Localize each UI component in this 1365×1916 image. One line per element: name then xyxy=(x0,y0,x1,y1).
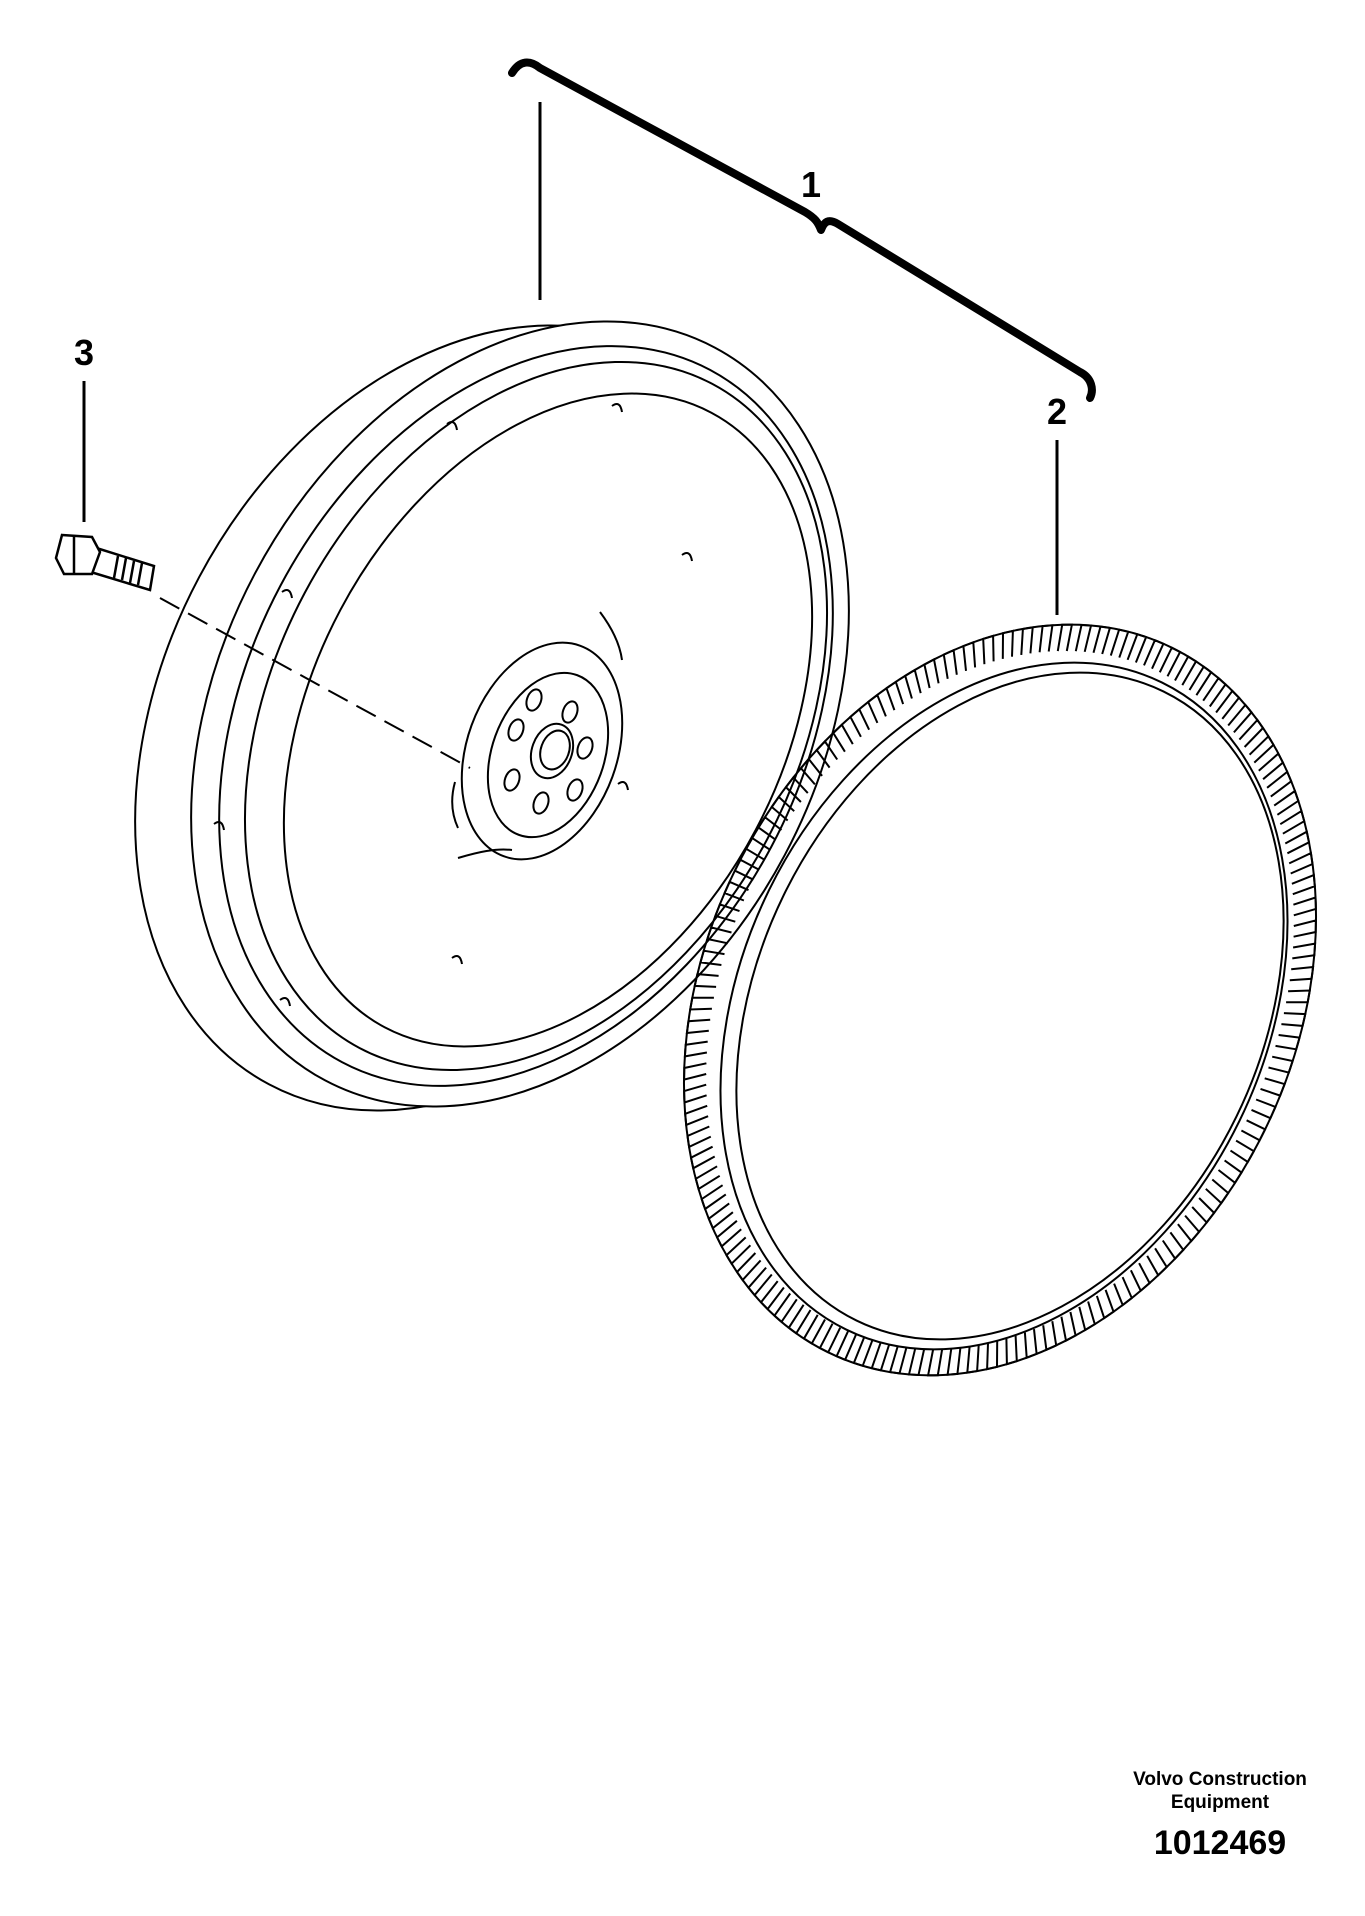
face-hole xyxy=(681,552,693,562)
callout-1: 1 xyxy=(801,164,821,205)
face-hole xyxy=(611,403,623,413)
ring-gear-inner xyxy=(719,661,1289,1351)
hub-hole xyxy=(566,778,584,802)
company-name-line2: Equipment xyxy=(1170,1792,1270,1813)
flywheel-center-bore-inner xyxy=(539,729,571,771)
hub-hole xyxy=(507,718,525,742)
flywheel-face xyxy=(282,392,814,1048)
hub-hole xyxy=(576,736,594,760)
flywheel-rim-inner xyxy=(244,360,828,1072)
hub-hole xyxy=(532,791,550,815)
flywheel xyxy=(134,320,850,1112)
face-hole xyxy=(213,821,225,831)
bolt-thread-line xyxy=(112,555,144,586)
ring-gear xyxy=(683,623,1317,1377)
company-name-line1: Volvo Construction xyxy=(1133,1769,1307,1790)
flywheel-center-bore xyxy=(529,722,575,780)
face-hole xyxy=(451,955,463,965)
flywheel-rim-step xyxy=(218,345,834,1087)
callout-3: 3 xyxy=(74,332,94,373)
callout-2: 2 xyxy=(1047,391,1067,432)
company-name: Volvo Construction Equipment xyxy=(1100,1768,1340,1814)
flywheel-hub-web xyxy=(451,611,623,859)
hub-hole xyxy=(561,700,579,724)
flywheel-hub-outer xyxy=(460,641,624,861)
flywheel-bolt xyxy=(54,533,156,592)
flywheel-front-rim xyxy=(190,320,850,1108)
flywheel-hub-inner xyxy=(486,671,610,839)
face-hole xyxy=(281,589,293,599)
face-hole xyxy=(279,997,291,1007)
face-hole xyxy=(446,421,458,431)
gear-tooth-profile xyxy=(683,623,1317,1377)
drawing-footer: Volvo Construction Equipment 1012469 xyxy=(1100,1768,1340,1863)
drawing-number: 1012469 xyxy=(1153,1824,1287,1862)
hub-hole xyxy=(503,768,521,792)
ring-gear-teeth xyxy=(683,623,1317,1377)
face-hole xyxy=(617,781,629,791)
hub-hole xyxy=(525,688,543,712)
ring-gear-inner-edge xyxy=(735,671,1285,1341)
bolt-head xyxy=(54,533,102,576)
assembly-bracket xyxy=(508,58,1096,402)
bolt-hidden-line xyxy=(159,597,471,769)
